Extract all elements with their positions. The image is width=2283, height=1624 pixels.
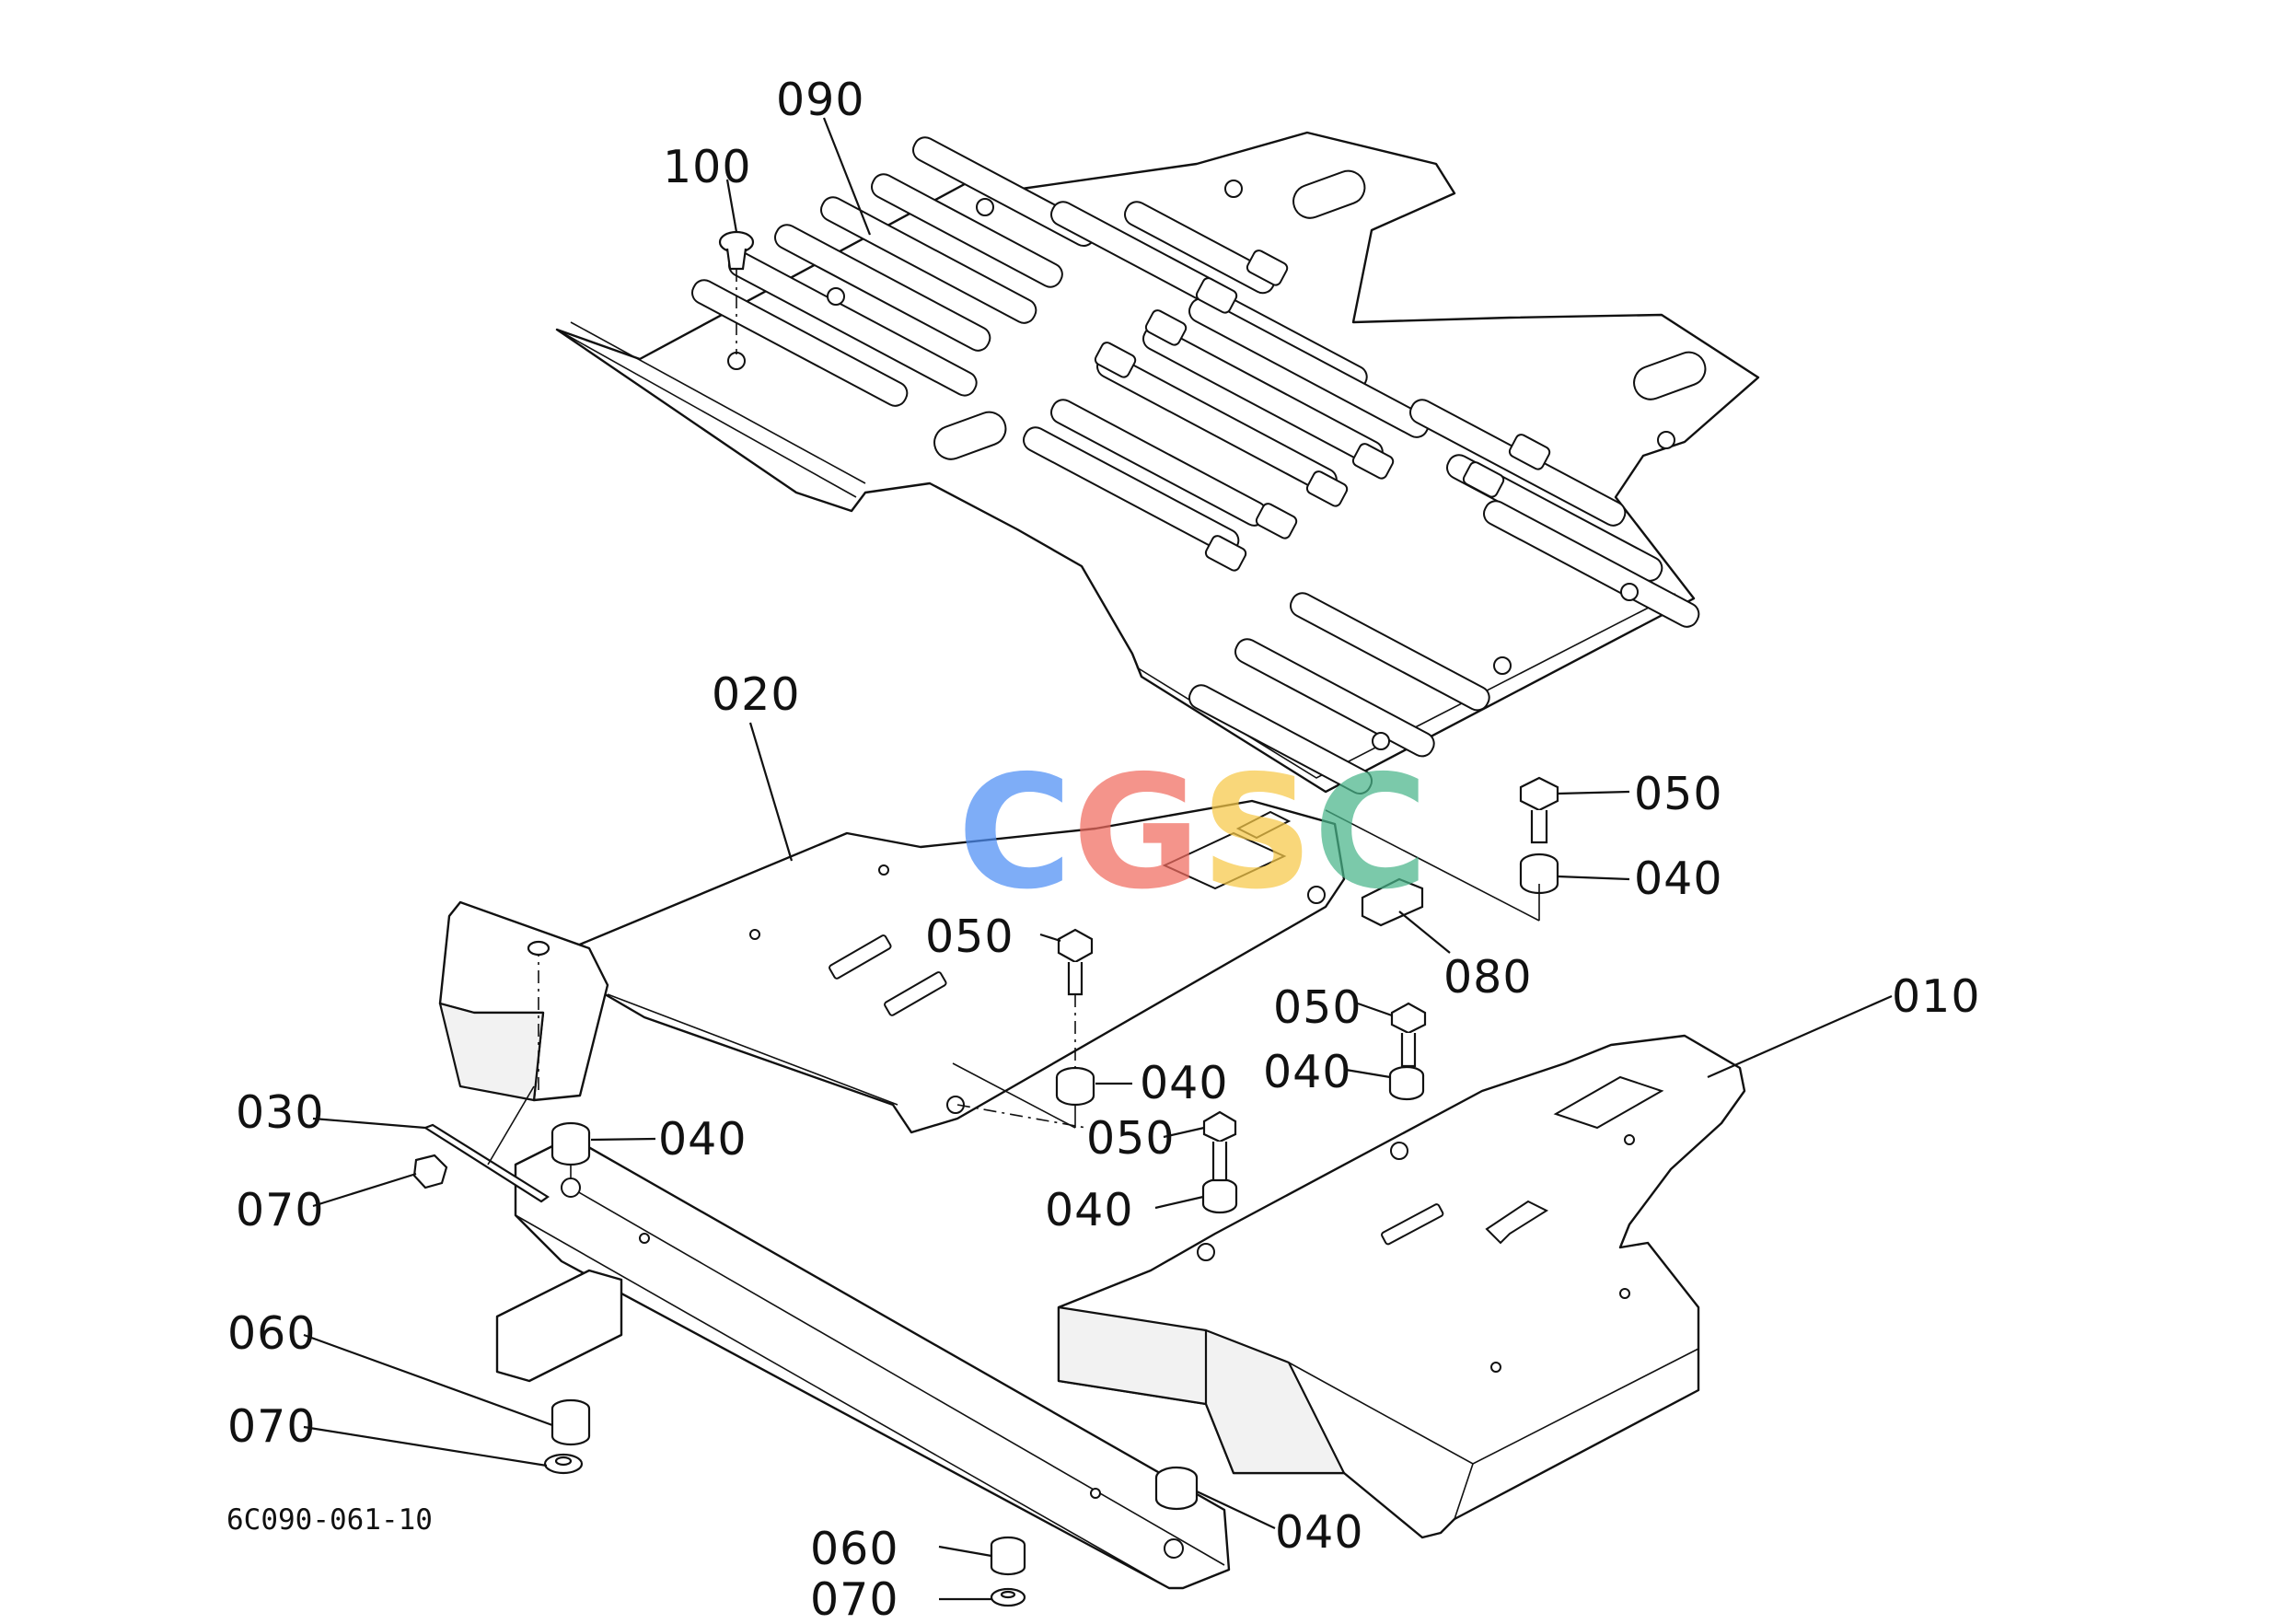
- bushing-040-lower-mid: [1201, 1177, 1238, 1214]
- washer-070-bottom: [990, 1587, 1026, 1607]
- bushing-040-left: [550, 1121, 591, 1166]
- callout-040-center: 040: [1140, 1057, 1229, 1109]
- callout-040-mid-right: 040: [1263, 1046, 1352, 1098]
- bushing-040-upper-right: [1519, 853, 1559, 895]
- callout-060-bottom: 060: [810, 1523, 899, 1575]
- frame-rail: [495, 1135, 1231, 1590]
- watermark-letter: C: [1313, 742, 1429, 924]
- cgsc-watermark-logo: CGSC: [957, 755, 1429, 911]
- callout-070-upper: 070: [236, 1184, 325, 1236]
- callout-080: 080: [1443, 951, 1533, 1003]
- bushing-040-mid-right: [1388, 1065, 1425, 1101]
- collar-060-left: [550, 1398, 591, 1446]
- callout-070-bottom: 070: [810, 1573, 899, 1624]
- callout-050-mid-right: 050: [1273, 981, 1362, 1034]
- bolt-050-mid-right: [1390, 1002, 1427, 1068]
- callout-090: 090: [776, 74, 865, 126]
- callout-050-upper-right: 050: [1634, 768, 1723, 820]
- floor-plate-020: [438, 799, 1346, 1134]
- watermark-letter: S: [1200, 742, 1314, 924]
- callout-060-left: 060: [227, 1307, 317, 1360]
- callout-040-upper-right: 040: [1634, 853, 1723, 905]
- callout-050-center: 050: [925, 911, 1014, 963]
- callout-040-left: 040: [658, 1113, 747, 1166]
- floor-mat-090: [555, 131, 1760, 795]
- clip-080: [1361, 877, 1424, 927]
- bolt-050-center: [1057, 928, 1094, 1068]
- leader-lines: [303, 117, 1893, 1601]
- nut-070-upper: [412, 1154, 448, 1189]
- bushing-040-bottom: [1154, 1466, 1199, 1511]
- callout-010: 010: [1892, 970, 1981, 1023]
- callout-100: 100: [663, 141, 752, 193]
- washer-070-left: [543, 1453, 584, 1475]
- base-plate-010: [1057, 1034, 1746, 1539]
- callout-020: 020: [712, 668, 801, 721]
- strip-030: [423, 1085, 550, 1203]
- callout-070-left: 070: [227, 1400, 317, 1453]
- collar-060-bottom: [990, 1536, 1026, 1576]
- watermark-letter: G: [1072, 742, 1201, 924]
- callout-050-lower-mid: 050: [1086, 1112, 1176, 1165]
- callout-040-lower-mid: 040: [1045, 1184, 1134, 1236]
- drawing-code: 6C090-061-10: [226, 1503, 433, 1537]
- callout-030: 030: [236, 1086, 325, 1139]
- bolt-050-upper-right: [1519, 776, 1559, 844]
- bushing-040-center: [1055, 1066, 1095, 1107]
- callout-040-bottom: 040: [1275, 1506, 1364, 1559]
- bolt-050-lower-mid: [1202, 1110, 1237, 1182]
- watermark-letter: C: [957, 742, 1072, 924]
